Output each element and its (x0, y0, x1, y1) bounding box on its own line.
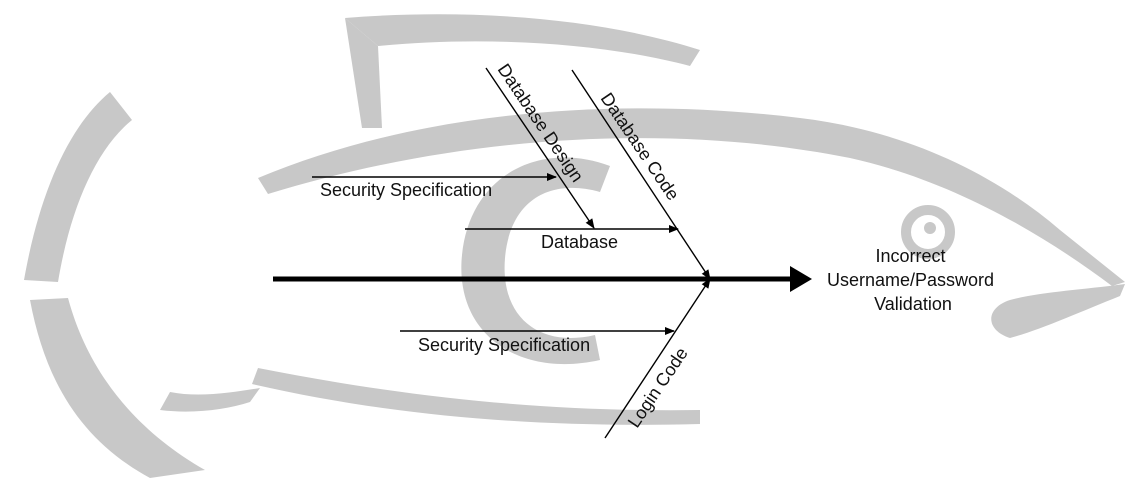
fish-tail-upper (24, 92, 132, 282)
fish-top-fin (345, 14, 700, 66)
login-code-bone (604, 278, 711, 439)
effect-line-2: Username/Password (827, 270, 994, 290)
fish-logo-c (461, 157, 610, 365)
security-spec-top-label: Security Specification (320, 180, 492, 200)
fish-jaw (991, 284, 1125, 338)
fish-body-lower (252, 368, 700, 425)
fish-tail-lower (30, 298, 205, 478)
database-label: Database (541, 232, 618, 252)
database-code-bone (571, 69, 711, 280)
security-spec-bottom-label: Security Specification (418, 335, 590, 355)
effect-line-3: Validation (874, 294, 952, 314)
fish-eye-inner (924, 222, 936, 234)
fish-eye-outer (901, 205, 955, 259)
main-spine-arrowhead (790, 266, 812, 292)
effect-label: Incorrect Username/Password Validation (827, 246, 999, 314)
database-design-bone (485, 67, 595, 229)
effect-line-1: Incorrect (875, 246, 945, 266)
fish-tail-spur (160, 388, 260, 412)
fishbone-lines (273, 67, 812, 439)
fish-watermark (24, 14, 1125, 478)
database-code-label: Database Code (597, 89, 684, 204)
fish-top-fin-stem (345, 18, 382, 128)
fish-body-upper (258, 108, 1125, 286)
